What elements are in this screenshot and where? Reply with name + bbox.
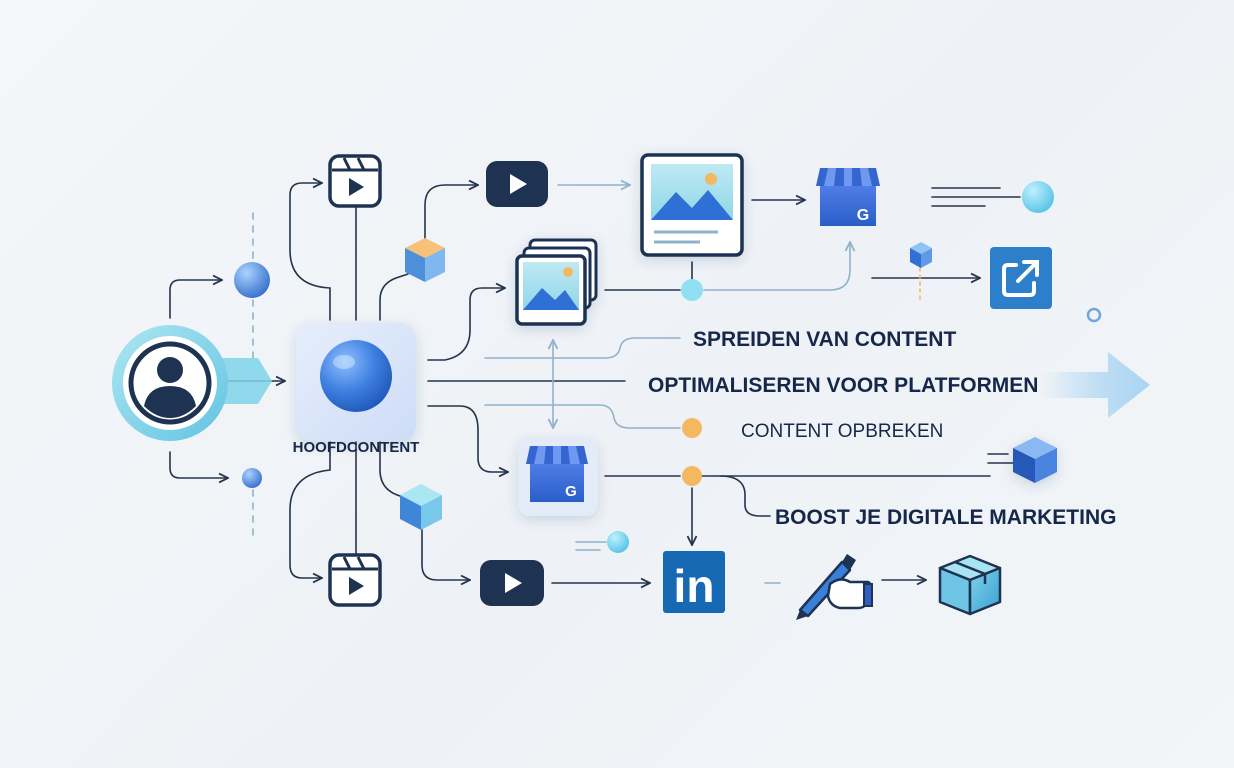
hoofdcontent-label: HOOFDCONTENT	[293, 439, 420, 456]
connectors	[169, 183, 1021, 583]
label-opbreken: CONTENT OPBREKEN	[741, 421, 943, 442]
dot-icon	[1022, 181, 1054, 213]
sphere-icon	[320, 340, 392, 412]
cube-icon	[1013, 437, 1057, 483]
hoofdcontent-hub[interactable]	[296, 323, 416, 441]
cube-icon	[400, 484, 442, 530]
node-dot	[682, 466, 702, 486]
video-reel-icon[interactable]	[328, 553, 382, 607]
cube-icon	[405, 238, 445, 282]
ring-icon	[1086, 307, 1102, 323]
label-optimaliseren: OPTIMALISEREN VOOR PLATFORMEN	[648, 374, 1038, 397]
image-stack-icon[interactable]	[515, 238, 598, 326]
play-button-icon[interactable]	[480, 560, 544, 606]
linkedin-icon[interactable]: in	[663, 551, 725, 613]
user-node[interactable]	[112, 325, 272, 441]
video-reel-icon[interactable]	[328, 154, 382, 208]
hand-pen-icon[interactable]	[796, 554, 873, 620]
play-button-icon[interactable]	[486, 161, 548, 207]
google-business-store-icon: G	[526, 446, 588, 502]
label-spreiden: SPREIDEN VAN CONTENT	[693, 328, 956, 351]
package-box-icon[interactable]	[938, 554, 1002, 616]
google-letter: G	[565, 483, 577, 500]
google-business-store-icon[interactable]: G	[816, 168, 880, 226]
dot-icon	[242, 468, 262, 488]
dot-icon	[607, 531, 629, 553]
label-boost: BOOST JE DIGITALE MARKETING	[775, 506, 1116, 529]
external-link-icon[interactable]	[990, 247, 1052, 309]
google-letter: G	[857, 207, 869, 224]
user-avatar-icon	[128, 341, 212, 425]
linkedin-letters: in	[674, 560, 715, 612]
node-dot	[682, 418, 702, 438]
node-dot	[681, 279, 703, 301]
cube-icon	[910, 242, 932, 268]
image-card-icon[interactable]	[640, 153, 744, 257]
sphere-icon	[234, 262, 270, 298]
big-direction-arrow	[1040, 352, 1150, 418]
google-business-store-tile[interactable]: G	[518, 438, 598, 516]
